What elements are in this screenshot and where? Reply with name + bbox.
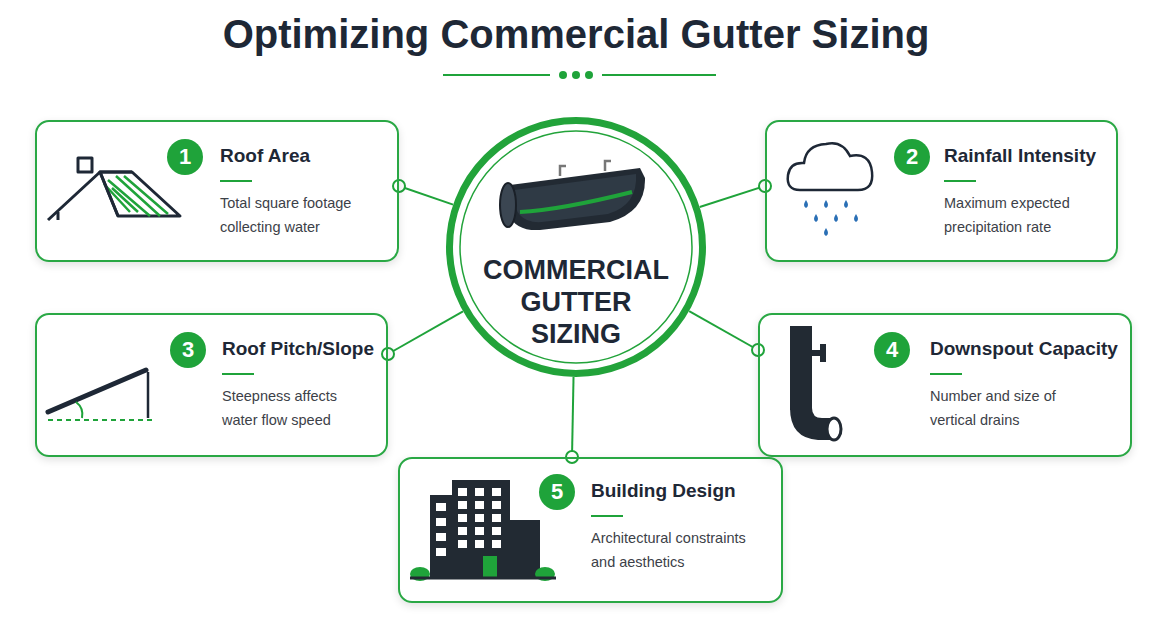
title-divider: [443, 71, 716, 79]
window: [492, 488, 501, 496]
window: [492, 514, 501, 522]
connector-line: [689, 311, 758, 350]
window: [475, 527, 484, 535]
connector: [566, 377, 578, 463]
callout-number: 1: [167, 139, 203, 175]
factor-box: 3 Roof Pitch/SlopeSteepness affects water…: [35, 313, 388, 457]
box-heading: Downspout Capacity: [930, 338, 1118, 360]
heading-underline: [220, 180, 252, 182]
factor-box: 1 Roof AreaTotal square footage collectin…: [35, 120, 399, 262]
connector-line: [399, 186, 453, 205]
callout-number: 4: [874, 332, 910, 368]
connector-dot: [382, 348, 394, 360]
window: [458, 488, 467, 496]
hub-inner-ring: [460, 131, 692, 363]
window: [458, 527, 467, 535]
box-body: Maximum expected precipitation rate: [944, 192, 1104, 240]
connector: [689, 311, 764, 356]
box-heading: Roof Area: [220, 145, 310, 167]
connector-line: [388, 311, 463, 354]
factor-box: 4 Downspout CapacityNumber and size of ve…: [758, 313, 1132, 457]
callout-number: 2: [894, 139, 930, 175]
box-body: Number and size of vertical drains: [930, 385, 1095, 433]
connector-line: [700, 186, 765, 207]
callout-number: 5: [539, 474, 575, 510]
window: [458, 501, 467, 509]
building-icon: [410, 480, 556, 581]
diagram-title: Optimizing Commercial Gutter Sizing: [0, 12, 1152, 57]
factor-box: 5 Building DesignArchitectural constraint…: [398, 457, 783, 603]
callout-number: 3: [170, 332, 206, 368]
connector-line: [572, 377, 574, 457]
window: [475, 501, 484, 509]
box-body: Steepness affects water flow speed: [222, 385, 372, 433]
window: [492, 527, 501, 535]
window: [475, 540, 484, 548]
factor-box: 2 Rainfall IntensityMaximum expected prec…: [765, 120, 1118, 262]
window: [475, 514, 484, 522]
cloud-icon: [788, 143, 872, 236]
window: [436, 503, 446, 511]
heading-underline: [222, 373, 254, 375]
connector: [382, 311, 463, 360]
window: [492, 501, 501, 509]
window: [475, 488, 484, 496]
window: [436, 533, 446, 541]
window: [492, 540, 501, 548]
gutter-icon: [500, 161, 645, 230]
connector: [700, 180, 771, 207]
heading-underline: [591, 515, 623, 517]
roof-icon: [48, 158, 180, 220]
connector: [393, 180, 453, 205]
connector-dot: [393, 180, 405, 192]
heading-underline: [930, 373, 962, 375]
window: [458, 540, 467, 548]
window: [436, 548, 446, 556]
slope-icon: [48, 370, 156, 420]
box-body: Total square footage collecting water: [220, 192, 385, 240]
downspout-icon: [790, 326, 841, 440]
heading-underline: [944, 180, 976, 182]
hub-circle: COMMERCIAL GUTTER SIZING: [446, 117, 706, 377]
box-body: Architectural constraints and aesthetics: [591, 527, 769, 575]
box-heading: Rainfall Intensity: [944, 145, 1096, 167]
box-heading: Building Design: [591, 480, 736, 502]
hub-label: COMMERCIAL GUTTER SIZING: [474, 255, 679, 351]
window: [436, 518, 446, 526]
window: [458, 514, 467, 522]
box-heading: Roof Pitch/Slope: [222, 338, 374, 360]
